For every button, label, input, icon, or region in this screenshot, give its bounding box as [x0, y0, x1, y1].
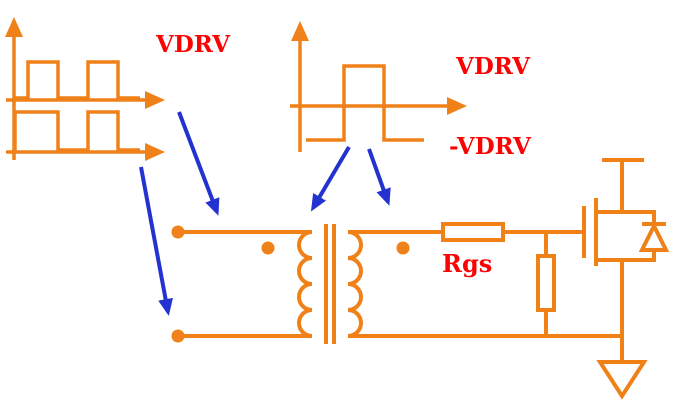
- primary-input-terminal-dot: [171, 225, 185, 239]
- body-diode-triangle: [638, 221, 670, 252]
- left-waveform: [5, 17, 165, 161]
- left-waveform-trace-top: [15, 60, 140, 100]
- rgs-label: Rgs: [442, 249, 492, 278]
- primary-polarity-dot: [261, 241, 275, 255]
- arrow-middle-to-primary-icon: [310, 145, 351, 212]
- left-waveform-trace-bottom: [13, 110, 140, 152]
- mosfet: [582, 158, 670, 336]
- mosfet-source-lead: [596, 258, 624, 336]
- arrow-left-to-primary-bottom-icon: [139, 166, 173, 316]
- ground-icon: [596, 336, 648, 400]
- gate-resistor-body: [441, 222, 505, 242]
- gate-resistor: [441, 222, 584, 242]
- transformer: [171, 224, 622, 344]
- arrow-left-to-primary-top-icon: [177, 111, 220, 216]
- body-diode-icon: [622, 210, 670, 262]
- neg-vdrv-label: -VDRV: [449, 133, 532, 160]
- ground-triangle: [596, 360, 648, 400]
- middle-waveform: [290, 21, 467, 152]
- annotation-arrows: [139, 111, 391, 316]
- body-diode-bottom-lead: [622, 250, 656, 262]
- pulldown-resistor-body: [536, 254, 556, 312]
- mosfet-drain-lead: [596, 162, 624, 214]
- vdrv-label-middle: VDRV: [455, 53, 531, 80]
- secondary-polarity-dot: [396, 241, 410, 255]
- primary-winding: [297, 230, 313, 338]
- primary-return-terminal-dot: [171, 329, 185, 343]
- vdrv-label-left: VDRV: [155, 31, 231, 58]
- body-diode-top-lead: [622, 210, 656, 226]
- pulldown-resistor: [536, 232, 556, 336]
- secondary-winding: [347, 230, 363, 338]
- middle-waveform-trace: [306, 64, 424, 142]
- arrow-middle-to-secondary-icon: [367, 148, 391, 206]
